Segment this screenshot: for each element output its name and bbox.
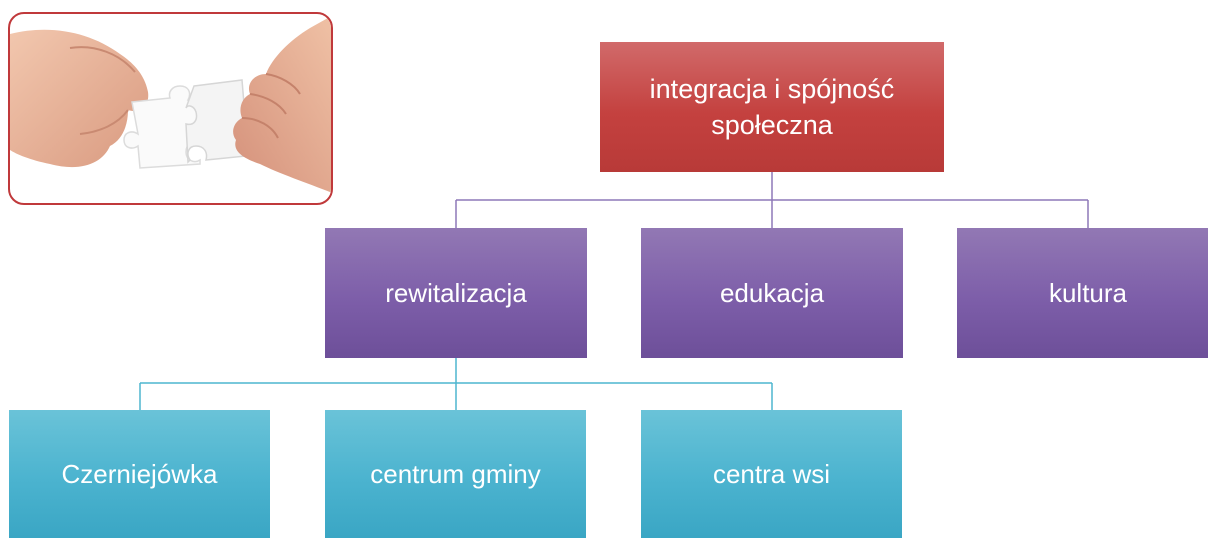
root-connectors xyxy=(455,172,1089,228)
node-label: centra wsi xyxy=(712,458,831,489)
node-rewitalizacja: rewitalizacja xyxy=(325,228,587,358)
root-label-line2: społeczna xyxy=(711,110,833,140)
root-node: integracja i spójność społeczna xyxy=(600,42,944,172)
root-label-line1: integracja i spójność xyxy=(649,74,895,104)
node-label: centrum gminy xyxy=(370,458,541,489)
node-czerniejowka: Czerniejówka xyxy=(9,410,270,538)
puzzle-hands-image xyxy=(8,12,333,205)
node-label: edukacja xyxy=(719,277,825,308)
root-node-label: integracja i spójność społeczna xyxy=(650,71,895,143)
node-kultura: kultura xyxy=(957,228,1208,358)
puzzle-hands-illustration xyxy=(10,16,331,193)
node-centrum-gminy: centrum gminy xyxy=(325,410,586,538)
node-label: Czerniejówka xyxy=(61,458,218,489)
node-label: rewitalizacja xyxy=(385,277,527,308)
node-label: kultura xyxy=(1048,277,1128,308)
rewitalizacja-connectors xyxy=(139,358,773,410)
node-centra-wsi: centra wsi xyxy=(641,410,902,538)
node-edukacja: edukacja xyxy=(641,228,903,358)
